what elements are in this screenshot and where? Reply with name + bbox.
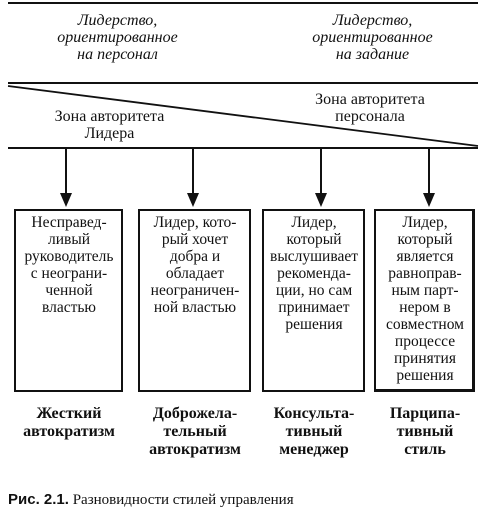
style-label-line: автократизм (23, 423, 115, 440)
style-label-line: стиль (404, 441, 446, 458)
style-box-line: решения (396, 367, 454, 384)
style-label-line: Доброжела- (152, 405, 238, 422)
style-label-line: тельный (163, 423, 227, 440)
style-label-4: Парципа- тивный стиль (374, 405, 476, 459)
header-right-line: ориентированное (312, 29, 433, 46)
style-box-2-text: Лидер, кото- рый хочет добра и обладает … (140, 214, 250, 316)
figure-caption: Рис. 2.1. Разновидности стилей управлени… (8, 491, 294, 509)
zone-diagonal-line (7, 85, 479, 147)
style-box-line: Несправед- (31, 214, 107, 231)
arrow-4 (423, 148, 435, 207)
style-label-line: Консульта- (273, 405, 355, 422)
style-box-2 (138, 209, 251, 392)
style-box-4 (374, 209, 475, 392)
style-box-1-text: Несправед- ливый руководитель с неограни… (16, 214, 122, 316)
style-box-line: ной властью (153, 299, 237, 316)
arrow-2 (187, 148, 199, 207)
style-box-line: принятия (394, 350, 456, 367)
style-box-line: рекоменда- (277, 265, 351, 282)
header-right-line: Лидерство, (332, 12, 413, 29)
style-box-3 (262, 209, 365, 392)
header-left-text: Лидерство, ориентированное на персонал (30, 12, 205, 63)
style-box-line: принимает (278, 299, 350, 316)
style-box-line: является (396, 248, 454, 265)
style-box-line: равноправ- (388, 265, 462, 282)
style-label-2: Доброжела- тельный автократизм (136, 405, 254, 459)
style-label-1: Жесткий автократизм (14, 405, 124, 441)
style-box-line: ным парт- (391, 282, 459, 299)
style-box-line: решения (285, 316, 343, 333)
style-box-line: с неограни- (30, 265, 108, 282)
arrow-1 (60, 148, 72, 207)
zone-leader-text: Зона авторитета Лидера (22, 108, 197, 142)
zone-leader-line: Лидера (84, 125, 135, 142)
zone-leader-line: Зона авторитета (54, 108, 165, 125)
style-label-line: тивный (396, 423, 454, 440)
arrow-3 (315, 148, 327, 207)
figure-number: Рис. 2.1. (8, 491, 69, 508)
zone-staff-text: Зона авторитета персонала (285, 91, 455, 125)
style-box-line: Лидер, (402, 214, 448, 231)
style-label-line: тивный (285, 423, 343, 440)
header-left-line: ориентированное (57, 29, 178, 46)
style-box-line: рый хочет (161, 231, 229, 248)
style-box-line: процессе (394, 333, 456, 350)
style-label-line: автократизм (149, 441, 241, 458)
style-box-line: Лидер, (291, 214, 337, 231)
style-label-line: менеджер (279, 441, 349, 458)
style-box-line: обладает (165, 265, 225, 282)
style-label-3: Консульта- тивный менеджер (260, 405, 368, 459)
style-box-line: который (397, 231, 453, 248)
style-box-3-text: Лидер, который выслушивает рекоменда- ци… (264, 214, 364, 333)
style-box-line: ции, но сам (275, 282, 353, 299)
header-left-line: Лидерство, (77, 12, 158, 29)
style-box-line: выслушивает (270, 248, 358, 265)
style-box-line: добра и (169, 248, 221, 265)
style-box-line: ливый (47, 231, 91, 248)
style-box-line: нером в (399, 299, 451, 316)
zone-staff-line: Зона авторитета (315, 91, 425, 108)
style-box-1 (14, 209, 123, 392)
header-right-line: на задание (335, 46, 410, 63)
style-box-line: руководитель (24, 248, 114, 265)
style-label-line: Жесткий (36, 405, 102, 422)
style-box-4-text: Лидер, который является равноправ- ным п… (376, 214, 474, 384)
style-box-line: неограничен- (150, 282, 240, 299)
style-label-line: Парципа- (389, 405, 461, 422)
header-right-text: Лидерство, ориентированное на задание (285, 12, 460, 63)
style-box-line: совместном (386, 316, 464, 333)
figure-caption-text: Разновидности стилей управления (72, 492, 294, 508)
zone-staff-line: персонала (335, 108, 405, 125)
style-box-line: Лидер, кото- (153, 214, 237, 231)
style-box-line: властью (41, 299, 97, 316)
header-left-line: на персонал (77, 46, 158, 63)
style-box-line: ченной (45, 282, 93, 299)
style-box-line: который (286, 231, 342, 248)
